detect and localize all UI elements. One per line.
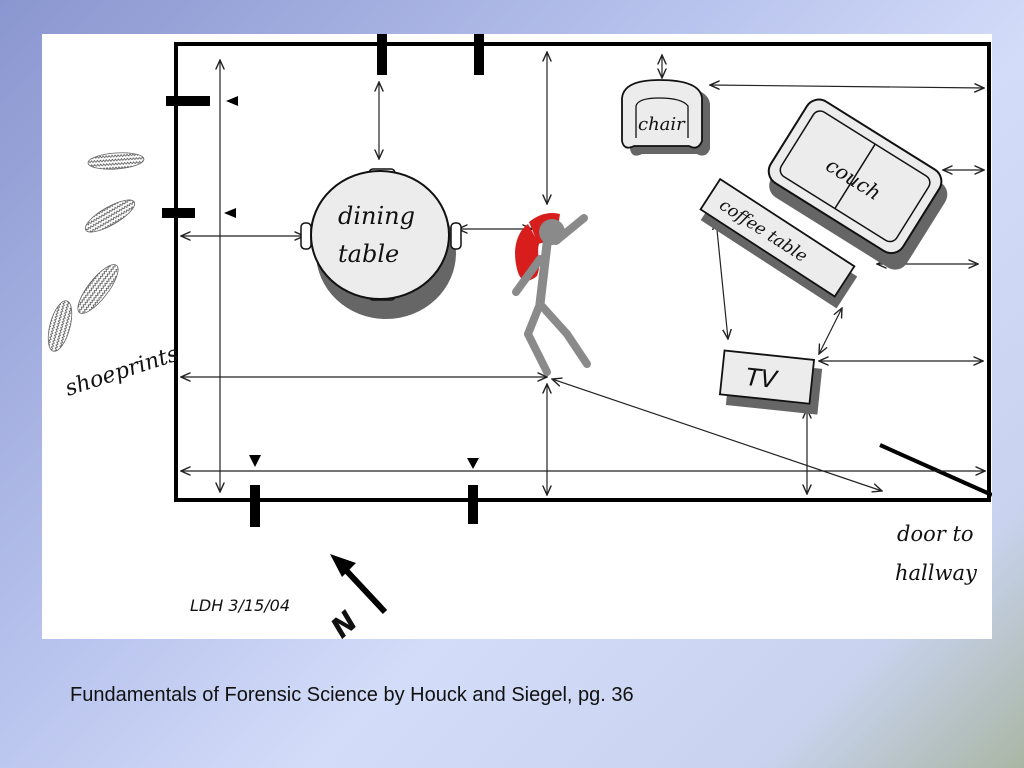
dining-table-label-line2: table: [338, 240, 399, 268]
crime-scene-sketch-panel: dining table chair couch coffee table TV: [42, 34, 992, 639]
initials-date: LDH 3/15/04: [190, 596, 290, 615]
coffee-table: coffee table: [699, 177, 858, 309]
source-caption: Fundamentals of Forensic Science by Houc…: [70, 684, 634, 706]
room-walls: [174, 42, 991, 502]
door-line: [879, 443, 992, 497]
shoeprints-label: shoeprints: [62, 342, 182, 402]
measurement-arrows: [181, 52, 985, 495]
door-label-line2: hallway: [895, 561, 978, 585]
chair-label: chair: [638, 114, 686, 135]
door-label-line1: door to: [897, 522, 974, 546]
north-label: N: [324, 604, 363, 639]
tv: TV: [718, 349, 823, 415]
couch: couch: [767, 98, 948, 270]
chair: chair: [621, 79, 710, 156]
shoeprints: [47, 152, 145, 352]
tv-label: TV: [744, 363, 779, 394]
north-arrow-icon: N: [324, 554, 388, 639]
dining-table: dining table: [300, 168, 462, 319]
body-figure: [512, 213, 591, 376]
crime-scene-sketch: dining table chair couch coffee table TV: [47, 34, 992, 639]
wall-markers: [162, 34, 484, 527]
dining-table-label-line1: dining: [338, 202, 415, 230]
